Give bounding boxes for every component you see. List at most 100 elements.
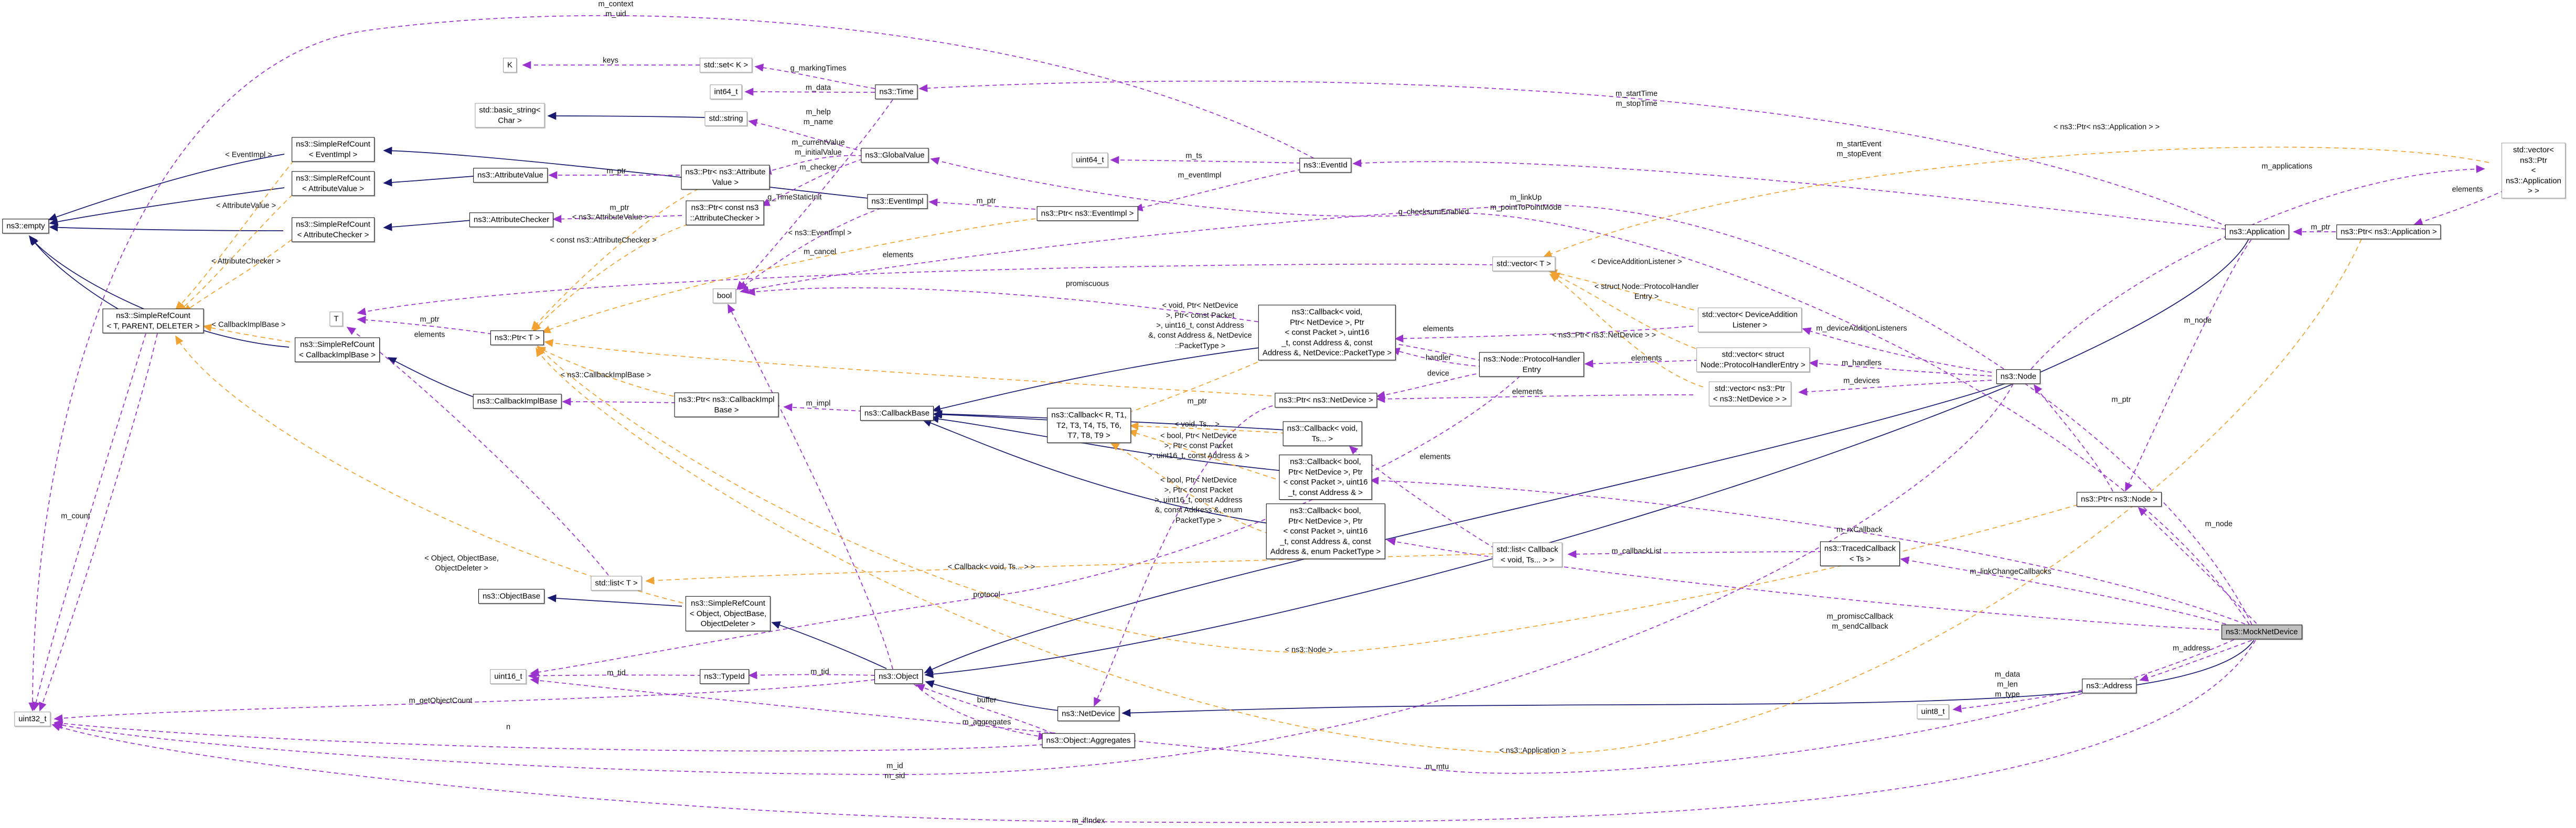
class-node-type-id[interactable]: ns3::TypeId: [700, 669, 749, 684]
edge-label: m_applications: [2261, 162, 2313, 171]
edge-label: m_count: [61, 512, 90, 521]
edge-label: m_ptr: [2311, 223, 2331, 232]
class-node-event-impl[interactable]: ns3::EventImpl: [867, 194, 928, 209]
edge-label: buffer: [977, 696, 997, 705]
class-node-event-id[interactable]: ns3::EventId: [1299, 158, 1352, 173]
edge-label: < CallbackImplBase >: [211, 320, 286, 329]
edge-label: m_id m_sid: [884, 761, 905, 780]
edge-label: m_startEvent m_stopEvent: [1836, 139, 1882, 158]
edge-label: m_address: [2173, 644, 2210, 653]
edge-label: m_data m_len m_type: [1994, 670, 2021, 699]
class-node-ptr-cib[interactable]: ns3::Ptr< ns3::CallbackImpl Base >: [674, 392, 779, 417]
class-node-callback-void-pkt[interactable]: ns3::Callback< void, Ptr< NetDevice >, P…: [1258, 305, 1396, 360]
class-node-src-eventimpl[interactable]: ns3::SimpleRefCount < EventImpl >: [292, 137, 375, 162]
class-node-ptr-t[interactable]: ns3::Ptr< T >: [490, 330, 544, 345]
class-node-ptr-const-attr-checker[interactable]: ns3::Ptr< const ns3 ::AttributeChecker >: [686, 200, 764, 225]
edge-label: < ns3::Ptr< ns3::NetDevice > >: [1552, 331, 1656, 340]
edge-label: m_impl: [806, 399, 831, 408]
edge-label: m_ifIndex: [1072, 816, 1105, 825]
edge-label: g_checksumEnabled: [1398, 208, 1469, 217]
class-node-address[interactable]: ns3::Address: [2082, 679, 2136, 693]
edge-label: < bool, Ptr< NetDevice >, Ptr< const Pac…: [1148, 432, 1249, 460]
class-node-ptr-event-impl[interactable]: ns3::Ptr< ns3::EventImpl >: [1036, 206, 1138, 221]
edge-label: m_node: [2205, 520, 2233, 529]
edge-label: < Object, ObjectBase, ObjectDeleter >: [424, 554, 499, 573]
class-node-list-t: std::list< T >: [591, 576, 642, 590]
class-node-node[interactable]: ns3::Node: [1996, 369, 2041, 384]
edge-label: elements: [1419, 453, 1451, 461]
edge-label: g_markingTimes: [790, 64, 847, 73]
class-node-net-device[interactable]: ns3::NetDevice: [1057, 706, 1119, 721]
edge-label: n: [506, 723, 511, 732]
edge-label: elements: [2452, 185, 2483, 194]
edge-label: < AttributeChecker >: [211, 257, 281, 266]
class-node-src-cib[interactable]: ns3::SimpleRefCount < CallbackImplBase >: [295, 337, 380, 362]
class-node-src-attrchecker[interactable]: ns3::SimpleRefCount < AttributeChecker >: [292, 217, 375, 242]
class-node-ptr-attr-value[interactable]: ns3::Ptr< ns3::Attribute Value >: [681, 165, 770, 190]
class-node-t: T: [329, 311, 343, 326]
edge-label: < ns3::Node >: [1285, 646, 1333, 654]
edge-label: m_eventImpl: [1178, 171, 1222, 180]
class-node-callback-bool7[interactable]: ns3::Callback< bool, Ptr< NetDevice >, P…: [1266, 503, 1385, 559]
class-node-k: K: [503, 58, 517, 72]
edge-label: m_startTime m_stopTime: [1615, 89, 1658, 108]
class-node-vec-ptr-nd: std::vector< ns3::Ptr < ns3::NetDevice >…: [1708, 381, 1791, 406]
class-node-uint32: uint32_t: [14, 712, 51, 726]
class-node-list-cb: std::list< Callback < void, Ts... > >: [1492, 542, 1563, 567]
edge-label: m_ts: [1185, 152, 1202, 160]
edge-label: m_help m_name: [803, 107, 833, 126]
class-node-callback-r[interactable]: ns3::Callback< R, T1, T2, T3, T4, T5, T6…: [1047, 407, 1131, 443]
class-node-ptr-node[interactable]: ns3::Ptr< ns3::Node >: [2077, 492, 2162, 507]
edge-label: elements: [414, 330, 445, 339]
edge-label: m_devices: [1843, 377, 1880, 385]
edge-label: m_tid: [607, 669, 626, 678]
class-node-uint16: uint16_t: [490, 669, 527, 684]
class-node-callback-bool5[interactable]: ns3::Callback< bool, Ptr< NetDevice >, P…: [1279, 455, 1372, 500]
class-node-global-value[interactable]: ns3::GlobalValue: [861, 148, 929, 163]
edge-label: m_promiscCallback m_sendCallback: [1826, 612, 1894, 631]
class-node-vector-t: std::vector< T >: [1492, 256, 1555, 271]
edge-label: m_aggregates: [962, 718, 1011, 727]
class-node-aggregates[interactable]: ns3::Object::Aggregates: [1042, 733, 1135, 748]
edge-label: < ns3::Ptr< ns3::Application > >: [2053, 123, 2160, 132]
edge-label: m_ptr: [606, 167, 626, 176]
class-node-application[interactable]: ns3::Application: [2225, 224, 2289, 239]
edge-label: protocol: [973, 590, 1000, 599]
class-node-attr-checker[interactable]: ns3::AttributeChecker: [469, 212, 554, 227]
class-node-ptr-application[interactable]: ns3::Ptr< ns3::Application >: [2336, 224, 2441, 239]
edge-label: < ns3::EventImpl >: [788, 229, 852, 238]
class-node-time[interactable]: ns3::Time: [875, 84, 918, 99]
class-node-int64: int64_t: [710, 84, 742, 99]
class-node-uint64: uint64_t: [1072, 153, 1108, 167]
edge-label: m_currentValue m_initialValue: [792, 138, 845, 157]
class-node-ptr-netdevice[interactable]: ns3::Ptr< ns3::NetDevice >: [1275, 393, 1377, 407]
class-node-cib[interactable]: ns3::CallbackImplBase: [473, 394, 562, 408]
class-node-src-attrvalue[interactable]: ns3::SimpleRefCount < AttributeValue >: [292, 171, 375, 196]
edge-label: m_mtu: [1425, 762, 1449, 771]
class-node-object[interactable]: ns3::Object: [874, 669, 923, 684]
class-node-vec-app: std::vector< ns3::Ptr < ns3::Application…: [2502, 143, 2566, 198]
class-node-callback-void-ts[interactable]: ns3::Callback< void, Ts... >: [1282, 421, 1362, 446]
class-node-src-tpd[interactable]: ns3::SimpleRefCount < T, PARENT, DELETER…: [102, 308, 204, 334]
edge-label: m_callbackList: [1611, 547, 1662, 556]
class-node-attr-value[interactable]: ns3::AttributeValue: [473, 168, 548, 182]
edge-label: m_linkUp m_pointToPointMode: [1490, 193, 1562, 212]
class-node-vec-dal: std::vector< DeviceAddition Listener >: [1697, 307, 1802, 332]
edge-label: < ns3::AttributeValue >: [572, 213, 649, 222]
edge-label: < ns3::CallbackImplBase >: [560, 371, 651, 380]
edge-label: < void, Ts... >: [1174, 420, 1220, 429]
edge-label: m_deviceAdditionListeners: [1816, 324, 1907, 333]
edge-label: < const ns3::AttributeChecker >: [550, 236, 657, 245]
class-node-phe[interactable]: ns3::Node::ProtocolHandler Entry: [1479, 352, 1585, 377]
class-node-traced-cb[interactable]: ns3::TracedCallback < Ts >: [1820, 541, 1900, 566]
edge-label: m_data: [805, 83, 831, 92]
class-node-callback-base[interactable]: ns3::CallbackBase: [860, 406, 934, 421]
class-node-src-object[interactable]: ns3::SimpleRefCount < Object, ObjectBase…: [685, 596, 771, 631]
edge-label: elements: [1631, 354, 1662, 363]
class-node-object-base[interactable]: ns3::ObjectBase: [478, 589, 545, 604]
class-node-empty[interactable]: ns3::empty: [2, 219, 49, 233]
edge-label: handler: [1425, 353, 1451, 362]
edge-label: elements: [1512, 388, 1543, 396]
edge-label: elements: [1423, 325, 1454, 334]
